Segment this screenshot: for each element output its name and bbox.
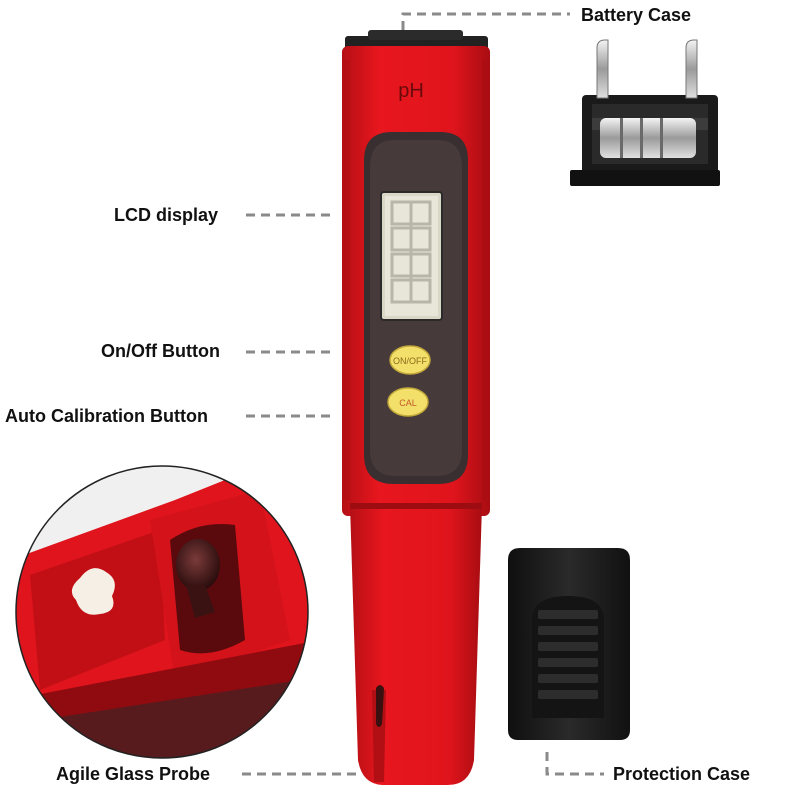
cal-button[interactable]: CAL	[387, 387, 429, 417]
on-off-button-label: ON/OFF	[393, 356, 427, 366]
label-protection-case: Protection Case	[613, 764, 751, 784]
battery-cells	[600, 118, 696, 158]
on-off-button[interactable]: ON/OFF	[389, 345, 431, 375]
probe-glass-bulb	[176, 539, 220, 591]
battery-case	[570, 39, 720, 186]
label-lcd-display: LCD display	[114, 205, 219, 225]
ph-meter-pen: ON/OFF CAL pH	[342, 30, 490, 785]
label-battery-case: Battery Case	[581, 5, 692, 25]
cal-button-label: CAL	[399, 398, 417, 408]
probe-zoom-inset	[15, 465, 309, 759]
protection-case	[508, 548, 630, 740]
protection-case-ribs	[538, 610, 598, 699]
leader-protection-case	[545, 752, 604, 776]
battery-clip-left	[596, 39, 609, 99]
leader-lines	[242, 12, 604, 776]
label-on-off-button: On/Off Button	[101, 341, 220, 361]
label-auto-calibration-button: Auto Calibration Button	[5, 406, 208, 426]
leader-battery-case	[401, 12, 570, 30]
reference-junction	[71, 568, 115, 615]
ph-brand-mark: pH	[398, 80, 424, 102]
pen-probe-shaft	[350, 505, 482, 785]
label-agile-glass-probe: Agile Glass Probe	[56, 764, 211, 784]
probe-tip-glass	[376, 685, 384, 727]
battery-clip-right	[685, 39, 698, 99]
lcd-segments	[390, 200, 432, 304]
